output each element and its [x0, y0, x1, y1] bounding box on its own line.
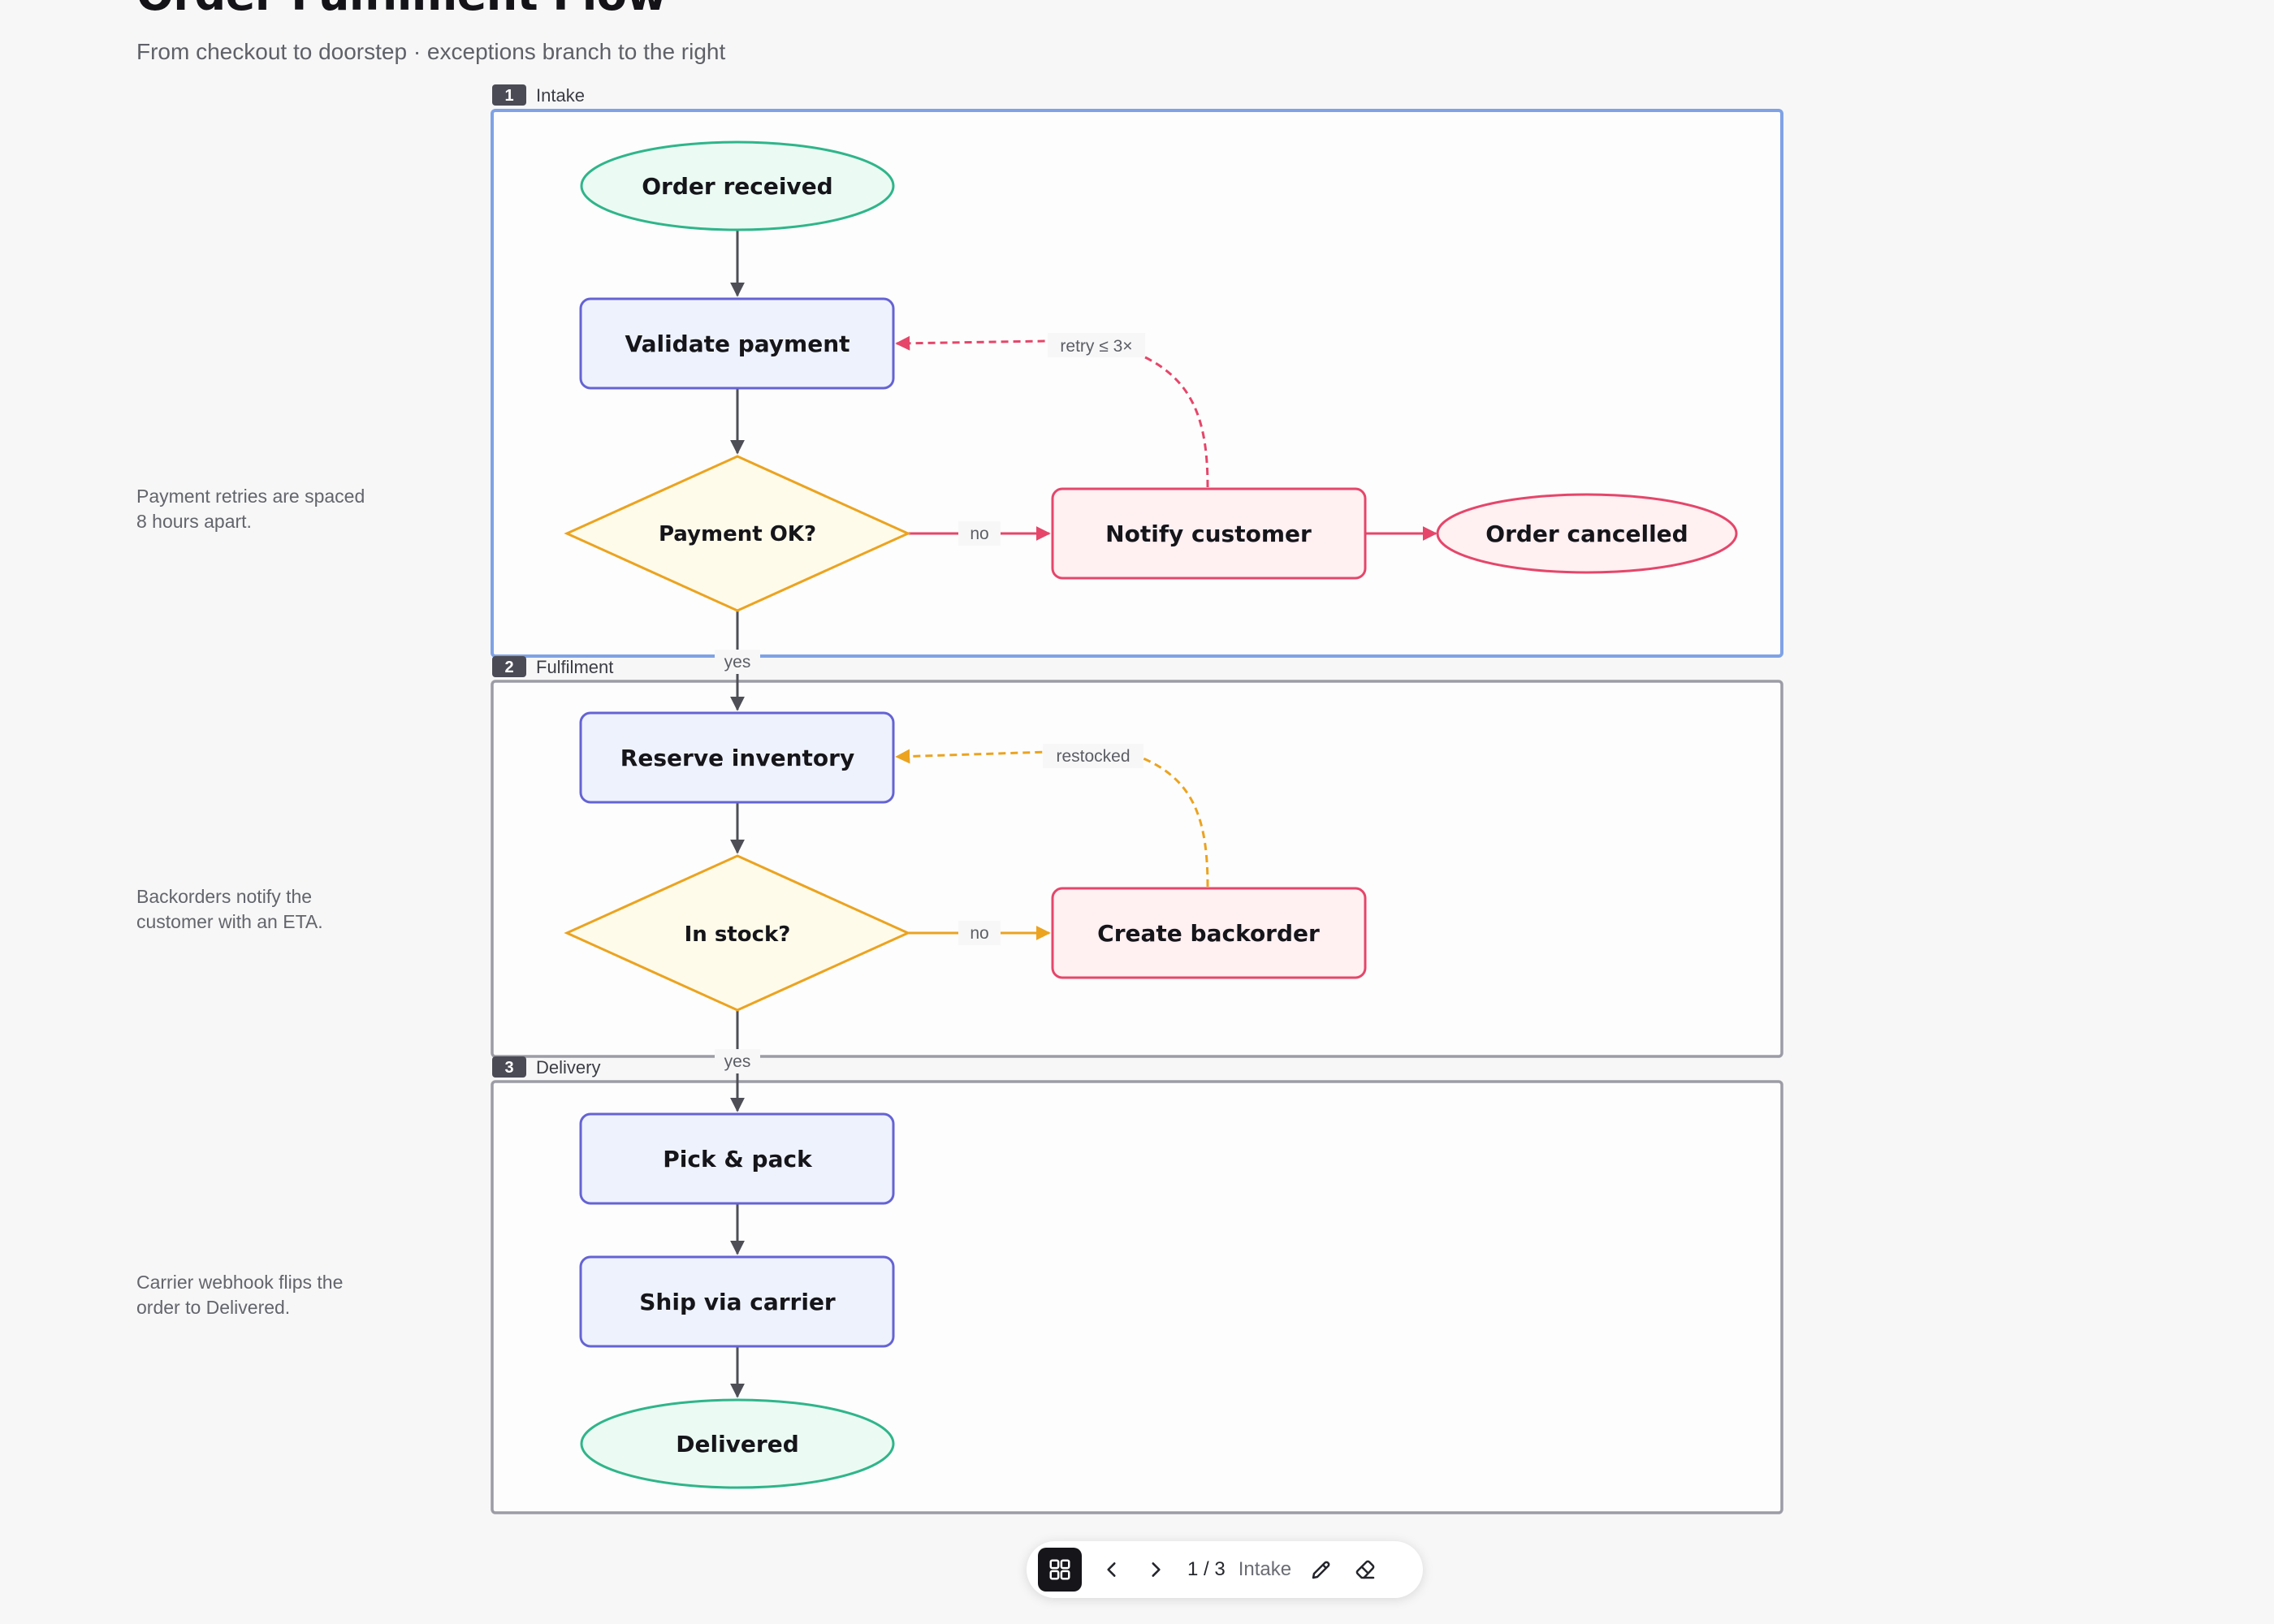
section-delivery-badge: [492, 1056, 526, 1078]
section-delivery-label: Delivery: [536, 1057, 600, 1078]
pen-tool-button[interactable]: [1299, 1548, 1343, 1592]
node-order-received[interactable]: Order received: [580, 140, 895, 231]
edge-label-restocked: restocked: [1056, 747, 1130, 766]
section-fulfilment-label: Fulfilment: [536, 657, 613, 677]
node-validate-payment[interactable]: Validate payment: [579, 297, 895, 390]
svg-text:Validate payment: Validate payment: [625, 330, 850, 357]
edge-label-payment-yes: yes: [724, 653, 751, 672]
current-section-label: Intake: [1238, 1558, 1292, 1580]
page-subtitle: From checkout to doorstep · exceptions b…: [136, 39, 726, 64]
node-order-cancelled[interactable]: Order cancelled: [1436, 493, 1738, 574]
node-delivered[interactable]: Delivered: [580, 1398, 895, 1489]
svg-text:Notify customer: Notify customer: [1105, 520, 1312, 547]
section-fulfilment-number: 2: [504, 659, 513, 676]
side-note-delivery: Carrier webhook flips the order to Deliv…: [136, 1272, 344, 1318]
node-create-backorder[interactable]: Create backorder: [1051, 887, 1367, 979]
chevron-right-icon: [1152, 1562, 1161, 1577]
edge-label-retry-bg: [1048, 333, 1145, 357]
section-intake-label: Intake: [536, 85, 585, 106]
overview-button[interactable]: [1038, 1548, 1082, 1592]
eraser-tool-button[interactable]: [1343, 1548, 1387, 1592]
node-reserve-inventory[interactable]: Reserve inventory: [579, 711, 895, 804]
svg-text:Payment OK?: Payment OK?: [659, 522, 816, 546]
svg-text:In stock?: In stock?: [685, 922, 791, 947]
svg-text:Create backorder: Create backorder: [1097, 920, 1320, 947]
next-button[interactable]: [1134, 1548, 1178, 1592]
edge-label-stock-yes: yes: [724, 1052, 751, 1071]
previous-button[interactable]: [1090, 1548, 1134, 1592]
edge-label-payment-yes-bg: [715, 650, 760, 674]
edge-label-payment-no: no: [970, 525, 988, 543]
node-notify-customer[interactable]: Notify customer: [1051, 487, 1367, 580]
node-payment-ok[interactable]: Payment OK?: [564, 455, 911, 612]
svg-text:Pick & pack: Pick & pack: [663, 1146, 813, 1173]
svg-text:Delivered: Delivered: [676, 1431, 799, 1458]
grid-icon: [1049, 1559, 1070, 1580]
presentation-toolbar: 1 / 3 Intake: [1027, 1541, 1423, 1598]
page-indicator: 1 / 3: [1187, 1558, 1226, 1580]
svg-text:Order received: Order received: [642, 173, 832, 200]
svg-text:Ship via carrier: Ship via carrier: [639, 1289, 836, 1315]
edge-label-restocked-bg: [1043, 744, 1143, 768]
section-delivery-number: 3: [504, 1059, 513, 1077]
edge-label-retry: retry ≤ 3×: [1060, 337, 1132, 356]
pencil-icon: [1312, 1561, 1330, 1579]
edge-label-stock-no: no: [970, 924, 988, 943]
edge-label-stock-no-bg: [958, 921, 1001, 945]
side-note-fulfilment: Backorders notify the customer with an E…: [136, 886, 323, 932]
section-intake-badge: [492, 84, 526, 106]
svg-text:Reserve inventory: Reserve inventory: [620, 745, 854, 771]
node-in-stock[interactable]: In stock?: [564, 854, 911, 1012]
edge-label-payment-no-bg: [958, 521, 1001, 546]
edge-label-stock-yes-bg: [715, 1049, 760, 1073]
section-intake-number: 1: [504, 87, 513, 105]
svg-text:Order cancelled: Order cancelled: [1485, 520, 1688, 547]
chevron-left-icon: [1107, 1562, 1116, 1577]
page-title: Order Fulfilment Flow: [136, 0, 667, 20]
eraser-icon: [1355, 1560, 1375, 1579]
node-ship-carrier[interactable]: Ship via carrier: [579, 1255, 895, 1348]
section-fulfilment-badge: [492, 656, 526, 677]
side-note-intake: Payment retries are spaced 8 hours apart…: [136, 486, 365, 532]
node-pick-pack[interactable]: Pick & pack: [579, 1112, 895, 1205]
